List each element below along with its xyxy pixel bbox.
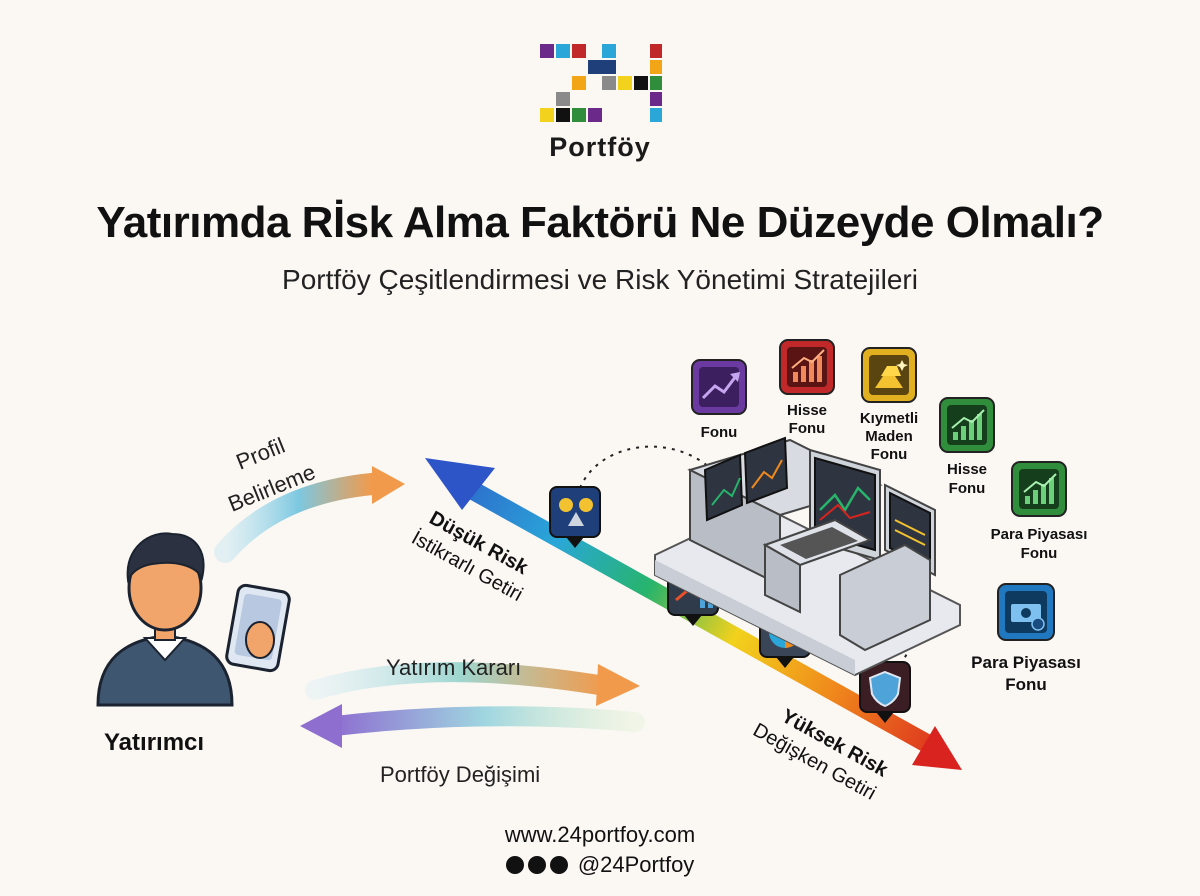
fund-label-equity-2-line2: Fonu <box>949 480 986 497</box>
scale-marker-balance <box>549 486 601 548</box>
profile-arrow <box>214 473 383 563</box>
page-subtitle: Portföy Çeşitlendirmesi ve Risk Yönetimi… <box>282 264 918 295</box>
fund-label-metal-line3: Fonu <box>871 446 908 463</box>
fund-icon-money-market-1 <box>1011 461 1067 517</box>
decision-arrow-head <box>596 664 640 706</box>
fund-label-metal-line1: Kıymetli <box>860 410 918 427</box>
fund-label-mm2-line1: Para Piyasası <box>971 653 1081 672</box>
brand-logo <box>540 44 662 122</box>
fund-label-equity-1-line1: Hisse <box>787 402 827 419</box>
change-arrow <box>325 706 645 736</box>
fund-icon-equity-1 <box>779 339 835 395</box>
investor-figure <box>96 532 291 707</box>
trading-desk <box>654 436 961 677</box>
profile-arrow-head <box>372 466 405 504</box>
decision-label: Yatırım Kararı <box>386 655 521 680</box>
fund-label-equity-1-line2: Fonu <box>789 420 826 437</box>
fund-label-equity-2-line1: Hisse <box>947 461 987 478</box>
risk-scale-head-high <box>912 726 962 770</box>
fund-icon-money-market-2 <box>997 583 1055 641</box>
scale-marker-shield <box>859 661 911 723</box>
telegram-icon[interactable] <box>505 856 524 874</box>
fund-label-metal-line2: Maden <box>865 428 913 445</box>
social-handle[interactable]: @24Portfoy <box>577 852 695 877</box>
fund-icon-equity-2 <box>939 397 995 453</box>
fund-label-trend: Fonu <box>701 424 738 441</box>
change-label: Portföy Değişimi <box>380 762 540 787</box>
decision-arrow <box>305 662 615 700</box>
website-link[interactable]: www.24portfoy.com <box>504 822 696 847</box>
fund-icon-precious-metal <box>861 347 917 403</box>
change-arrow-head <box>300 704 342 748</box>
instagram-icon[interactable] <box>527 856 546 874</box>
risk-scale-head-low <box>425 458 495 510</box>
social-row: @24Portfoy <box>0 852 1200 878</box>
fund-label-mm1-line2: Fonu <box>1021 545 1058 562</box>
profile-label-line1: Profil <box>233 433 289 475</box>
page-title: Yatırımda Rİsk Alma Faktörü Ne Düzeyde O… <box>96 198 1104 247</box>
brand-name: Portföy <box>549 132 651 162</box>
facebook-icon[interactable] <box>549 856 568 874</box>
fund-icon-trend <box>691 359 747 415</box>
fund-label-mm1-line1: Para Piyasası <box>991 526 1088 543</box>
fund-label-mm2-line2: Fonu <box>1005 675 1047 694</box>
investor-label: Yatırımcı <box>104 729 204 756</box>
